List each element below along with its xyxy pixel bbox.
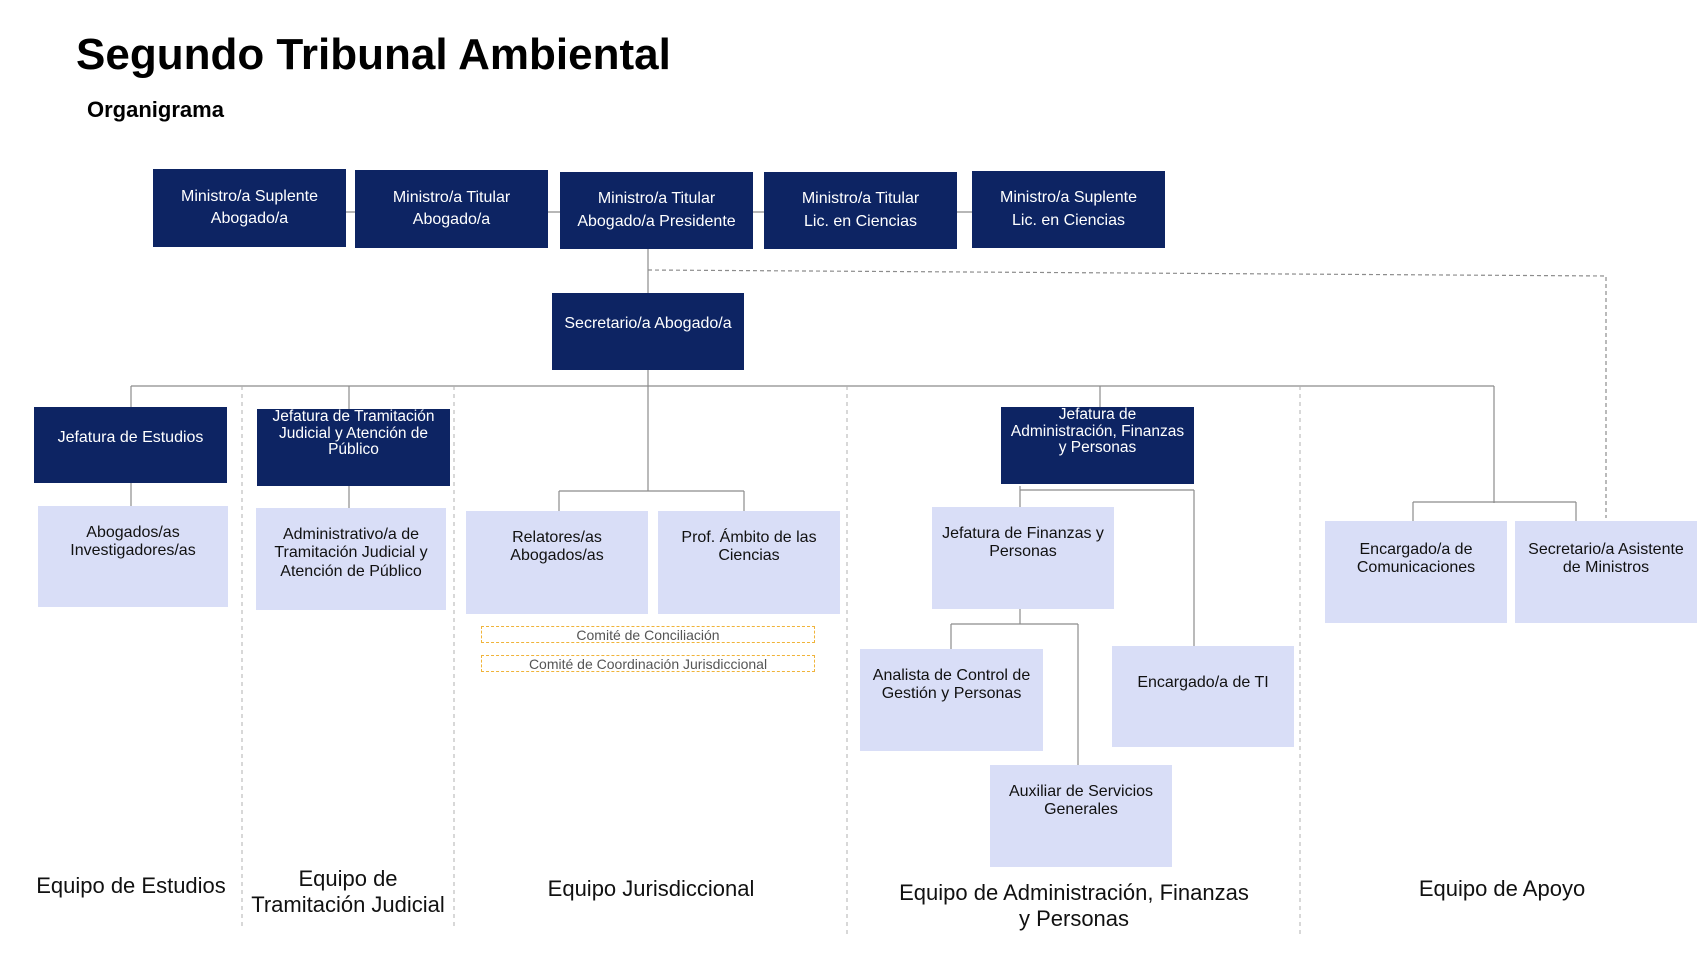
team-apoyo-label: Equipo de Apoyo (1418, 876, 1586, 901)
page-subtitle: Organigrama (87, 97, 224, 122)
minister-profession: Lic. en Ciencias (804, 212, 917, 230)
minister-profession: Lic. en Ciencias (1012, 211, 1125, 229)
team-tramitacion-label: Equipo de Tramitación Judicial (251, 866, 445, 918)
staff-label: Relatores/as Abogados/as (510, 529, 604, 565)
staff-label: Analista de Control de Gestión y Persona… (872, 667, 1031, 703)
staff-analista: Analista de Control de Gestión y Persona… (860, 649, 1043, 751)
minister-titular-presidente: Ministro/a Titular Abogado/a Presidente (560, 172, 753, 249)
secretary-box: Secretario/a Abogado/a (552, 293, 744, 370)
head-administracion: Jefatura de Administración, Finanzas y P… (1001, 406, 1194, 484)
secretary-label: Secretario/a Abogado/a (564, 315, 732, 332)
team-administracion-label: Equipo de Administración, Finanzas y Per… (899, 880, 1249, 932)
staff-label: Prof. Ámbito de las Ciencias (681, 529, 817, 565)
team-estudios-label: Equipo de Estudios (36, 873, 226, 898)
staff-label: Administrativo/a de Tramitación Judicial… (274, 526, 428, 580)
staff-label: Jefatura de Finanzas y Personas (942, 525, 1104, 561)
head-estudios: Jefatura de Estudios (34, 407, 227, 483)
staff-secretario-asistente: Secretario/a Asistente de Ministros (1515, 521, 1697, 623)
minister-profession: Abogado/a (210, 210, 289, 227)
minister-role: Ministro/a Titular (801, 190, 920, 208)
minister-suplente-abogado: Ministro/a Suplente Abogado/a (153, 169, 346, 247)
committee-conciliacion: Comité de Conciliación (481, 626, 815, 643)
committee-coordinacion: Comité de Coordinación Jurisdiccional (481, 655, 815, 672)
minister-titular-abogado: Ministro/a Titular Abogado/a (355, 170, 548, 248)
team-jurisdiccional-label: Equipo Jurisdiccional (547, 876, 755, 901)
staff-administrativo: Administrativo/a de Tramitación Judicial… (256, 508, 446, 610)
staff-auxiliar: Auxiliar de Servicios Generales (990, 765, 1172, 867)
staff-encargado-comunicaciones: Encargado/a de Comunicaciones (1325, 521, 1507, 623)
minister-suplente-ciencias: Ministro/a Suplente Lic. en Ciencias (972, 171, 1165, 248)
minister-titular-ciencias: Ministro/a Titular Lic. en Ciencias (764, 172, 957, 249)
page-title: Segundo Tribunal Ambiental (76, 30, 671, 79)
staff-jefatura-finanzas: Jefatura de Finanzas y Personas (932, 507, 1114, 609)
minister-role: Ministro/a Suplente (181, 187, 318, 205)
staff-label: Secretario/a Asistente de Ministros (1528, 541, 1684, 577)
staff-label: Auxiliar de Servicios Generales (1008, 783, 1154, 819)
staff-label: Encargado/a de Comunicaciones (1356, 541, 1476, 577)
staff-encargado-ti: Encargado/a de TI (1112, 646, 1294, 747)
minister-profession: Abogado/a (412, 211, 491, 228)
minister-role: Ministro/a Titular (392, 188, 511, 206)
head-tramitacion-label: Jefatura de Tramitación Judicial y Atenc… (272, 408, 435, 459)
minister-role: Ministro/a Titular (597, 190, 716, 208)
staff-abogados-investigadores: Abogados/as Investigadores/as (38, 506, 228, 607)
head-tramitacion: Jefatura de Tramitación Judicial y Atenc… (257, 408, 450, 486)
minister-role: Ministro/a Suplente (1000, 189, 1137, 207)
staff-label: Abogados/as Investigadores/as (70, 524, 196, 560)
staff-relatores: Relatores/as Abogados/as (466, 511, 648, 614)
head-administracion-label: Jefatura de Administración, Finanzas y P… (1010, 406, 1185, 457)
staff-prof-ciencias: Prof. Ámbito de las Ciencias (658, 511, 840, 614)
staff-label: Encargado/a de TI (1137, 674, 1269, 691)
head-estudios-label: Jefatura de Estudios (57, 429, 204, 446)
minister-profession: Abogado/a Presidente (577, 212, 736, 230)
